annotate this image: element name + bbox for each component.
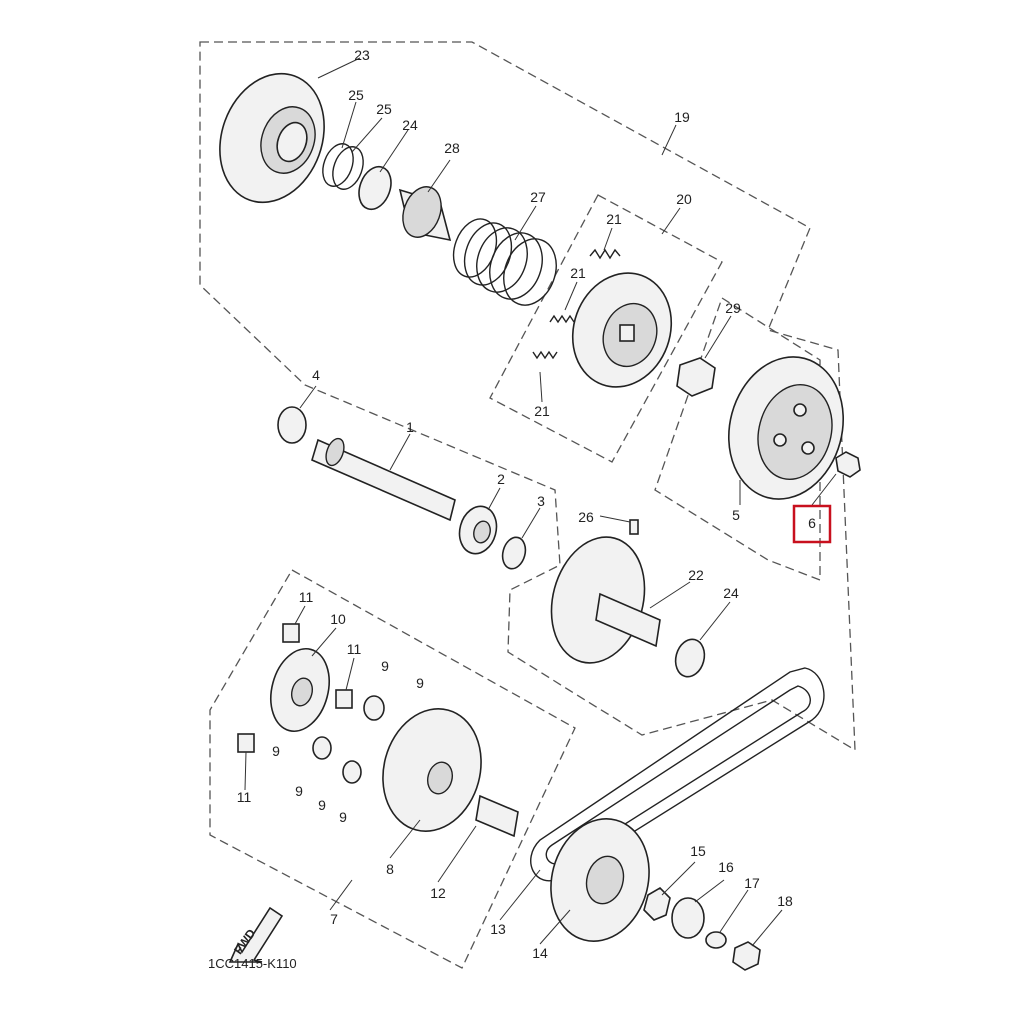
callout-21: 21 — [606, 211, 622, 227]
callout-6: 6 — [808, 515, 816, 531]
callout-27: 27 — [530, 189, 546, 205]
part-28-collar — [398, 186, 452, 242]
diagram-code: 1CC1415-K110 — [208, 956, 297, 971]
part-22-sheave — [550, 536, 661, 664]
assembly-20-outline — [489, 194, 723, 463]
callout-5: 5 — [732, 507, 740, 523]
callout-11: 11 — [237, 789, 252, 805]
callout-25: 25 — [348, 87, 364, 103]
callout-8: 8 — [386, 861, 394, 877]
callout-9: 9 — [416, 675, 424, 691]
fwd-arrow: FWD — [228, 906, 284, 963]
part-27-spring — [452, 218, 557, 306]
callout-12: 12 — [430, 885, 446, 901]
part-4-bearing — [277, 406, 307, 444]
part-11-slider-c — [237, 733, 255, 753]
part-11-slider-b — [335, 689, 353, 709]
callout-24: 24 — [723, 585, 739, 601]
part-1-shaft — [311, 437, 456, 522]
callout-24: 24 — [402, 117, 418, 133]
part-21-spring-b — [549, 314, 575, 324]
part-3-seal — [501, 536, 527, 570]
callout-9: 9 — [272, 743, 280, 759]
part-6-nut — [835, 451, 861, 478]
part-14-fan — [550, 818, 650, 942]
callout-29: 29 — [725, 300, 741, 316]
callout-9: 9 — [381, 658, 389, 674]
callout-16: 16 — [718, 859, 734, 875]
part-15-washer — [643, 886, 671, 921]
callout-11: 11 — [347, 641, 362, 657]
callout-9: 9 — [339, 809, 347, 825]
callout-18: 18 — [777, 893, 793, 909]
callout-11: 11 — [299, 589, 314, 605]
callout-3: 3 — [537, 493, 545, 509]
part-26-pin — [629, 519, 639, 535]
part-16-nut — [671, 897, 705, 939]
part-21-spring-a — [589, 248, 621, 260]
part-20-clutch — [571, 272, 673, 388]
callout-13: 13 — [490, 921, 506, 937]
callout-4: 4 — [312, 367, 320, 383]
callout-20: 20 — [676, 191, 692, 207]
callout-15: 15 — [690, 843, 706, 859]
assembly-19-outline — [199, 41, 856, 752]
part-29-nut — [676, 357, 716, 397]
leader-lines — [244, 57, 837, 947]
callout-23: 23 — [354, 47, 370, 63]
part-9-weights — [312, 695, 385, 784]
part-2-bearing — [458, 505, 498, 555]
part-10-cam — [270, 647, 330, 733]
part-24-seal-upper — [358, 165, 392, 211]
callout-28: 28 — [444, 140, 460, 156]
callout-19: 19 — [674, 109, 690, 125]
callout-2: 2 — [497, 471, 505, 487]
callout-9: 9 — [295, 783, 303, 799]
callout-7: 7 — [330, 911, 338, 927]
callout-17: 17 — [744, 875, 760, 891]
part-18-nut — [732, 941, 761, 971]
part-5-housing — [727, 356, 845, 500]
callout-1: 1 — [406, 419, 414, 435]
callout-labels: 23 25 25 24 28 19 27 20 21 21 21 29 4 1 … — [237, 47, 816, 961]
callout-10: 10 — [330, 611, 346, 627]
part-8-sheave — [382, 708, 482, 832]
part-11-slider-a — [282, 623, 300, 643]
callout-26: 26 — [578, 509, 594, 525]
callout-21: 21 — [570, 265, 586, 281]
callout-25: 25 — [376, 101, 392, 117]
part-12-collar — [475, 794, 519, 838]
callout-9: 9 — [318, 797, 326, 813]
highlight-box-part-6 — [792, 504, 832, 544]
part-21-spring-c — [532, 350, 558, 360]
part-23-sheave — [219, 72, 325, 204]
callout-14: 14 — [532, 945, 548, 961]
callout-22: 22 — [688, 567, 704, 583]
callout-21: 21 — [534, 403, 550, 419]
part-17-washer — [705, 931, 727, 949]
part-24-seal-lower — [674, 638, 706, 678]
